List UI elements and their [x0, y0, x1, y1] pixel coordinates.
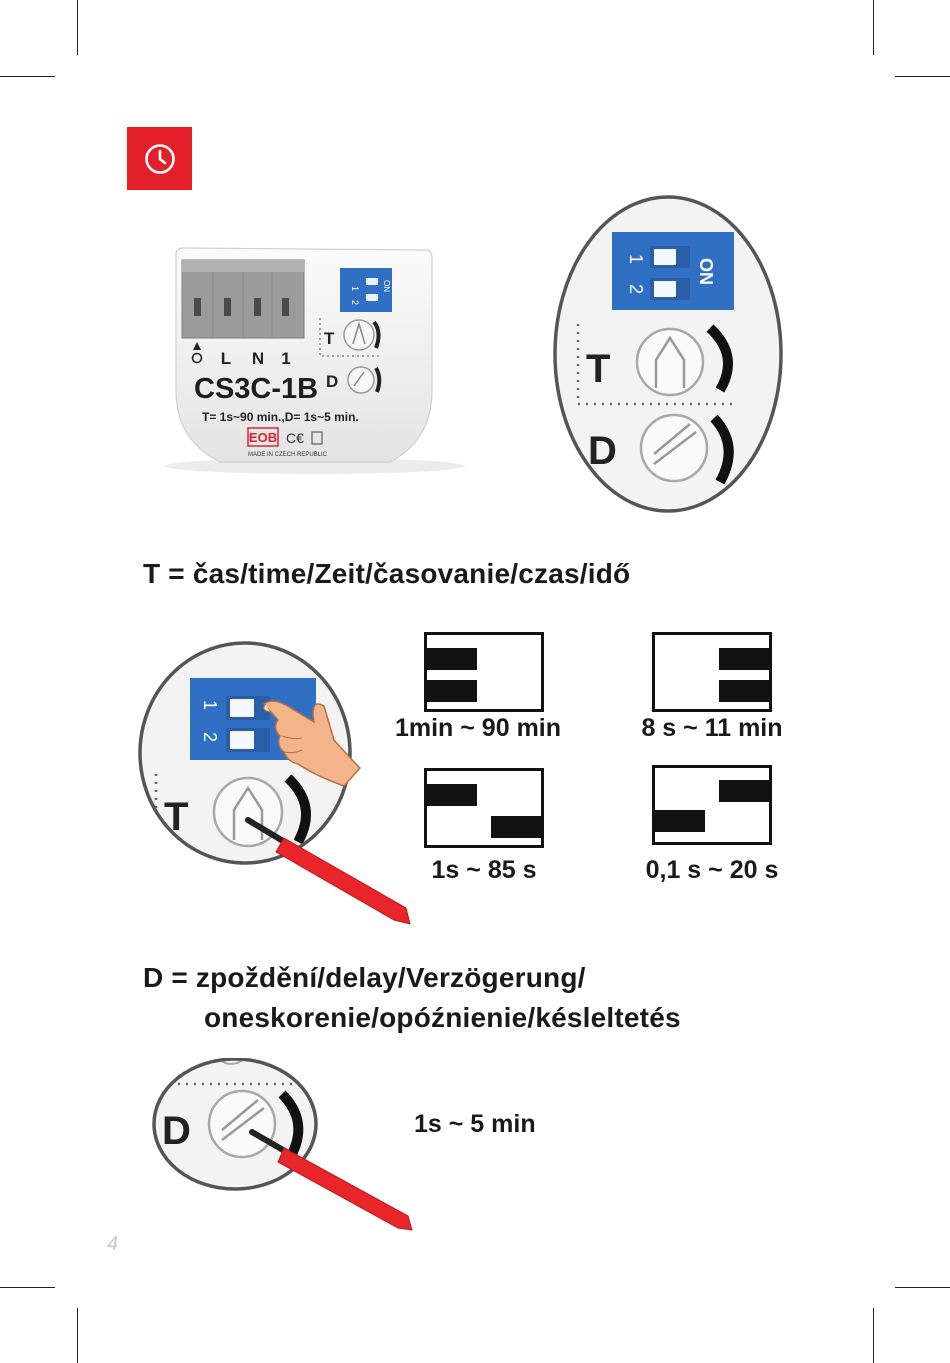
- range-label: 1min ~ 90 min: [394, 714, 562, 742]
- switch-1-indicator: [719, 648, 769, 670]
- switch-1-indicator: [427, 784, 477, 806]
- t-label: T: [586, 347, 610, 391]
- switch-1-indicator: [719, 780, 769, 802]
- switch-2-indicator: [719, 680, 769, 702]
- crop-mark: [77, 0, 78, 55]
- dip-on-label: ON: [696, 258, 716, 285]
- crop-mark: [0, 1287, 55, 1288]
- delay-range-label: 1s ~ 5 min: [414, 1110, 536, 1138]
- dip-number: 2: [350, 300, 360, 305]
- crop-mark: [0, 76, 55, 77]
- ce-mark: C€: [286, 430, 304, 446]
- dip-number: 1: [350, 286, 360, 291]
- device-spec: T= 1s~90 min.,D= 1s~5 min.: [202, 410, 359, 424]
- terminal-label: L: [221, 349, 231, 368]
- dip-number: 1: [200, 700, 220, 710]
- model-name: CS3C-1B: [194, 373, 318, 405]
- range-label: 8 s ~ 11 min: [641, 714, 783, 742]
- crop-mark: [873, 0, 874, 55]
- finger-icon: [262, 700, 362, 787]
- brand-logo: EOB: [249, 430, 277, 445]
- crop-mark: [77, 1308, 78, 1363]
- dip-setting-box: [652, 765, 772, 845]
- d-label: D: [588, 429, 617, 473]
- switch-2-indicator: [427, 680, 477, 702]
- section-icon-box: [127, 127, 192, 190]
- terminal-label: 1: [281, 349, 290, 368]
- dip-number: 1: [626, 254, 646, 264]
- zoom-detail: 1 2 ON T D: [553, 195, 783, 513]
- d-label: D: [162, 1109, 191, 1153]
- crop-mark: [873, 1308, 874, 1363]
- switch-2-indicator: [655, 810, 705, 832]
- dip-on-label: ON: [382, 280, 391, 292]
- dip-setting-box: [424, 768, 544, 848]
- crop-mark: [895, 76, 950, 77]
- dip-setting-box: [424, 632, 544, 712]
- t-label: T: [324, 329, 335, 348]
- delay-adjust-illustration: D: [152, 1058, 413, 1231]
- switch-1-indicator: [427, 648, 477, 670]
- dip-adjust-illustration: 1 2 T: [138, 641, 411, 925]
- d-section-title: D = zpoždění/delay/Verzögerung/: [143, 962, 586, 993]
- terminal-label: N: [252, 349, 264, 368]
- switch-2-indicator: [491, 816, 541, 838]
- d-section-title-line2: oneskorenie/opóźnienie/késleltetés: [204, 1002, 681, 1033]
- clock-icon: [144, 143, 175, 174]
- d-label: D: [326, 372, 338, 391]
- dip-number: 2: [200, 732, 220, 742]
- dip-setting-box: [652, 632, 772, 712]
- screwdriver-icon: [249, 1129, 413, 1231]
- range-label: 0,1 s ~ 20 s: [645, 856, 779, 884]
- dip-number: 2: [626, 284, 646, 294]
- page-number: 4: [107, 1233, 119, 1255]
- range-label: 1s ~ 85 s: [431, 856, 537, 884]
- screwdriver-icon: [245, 817, 411, 925]
- t-label: T: [164, 795, 188, 839]
- t-section-title: T = čas/time/Zeit/časovanie/czas/idő: [143, 558, 631, 589]
- device-illustration: L N 1 CS3C-1B T= 1s~90 min.,D= 1s~5 min.…: [165, 247, 465, 474]
- crop-mark: [895, 1287, 950, 1288]
- made-in-text: MADE IN CZECH REPUBLIC: [248, 452, 328, 458]
